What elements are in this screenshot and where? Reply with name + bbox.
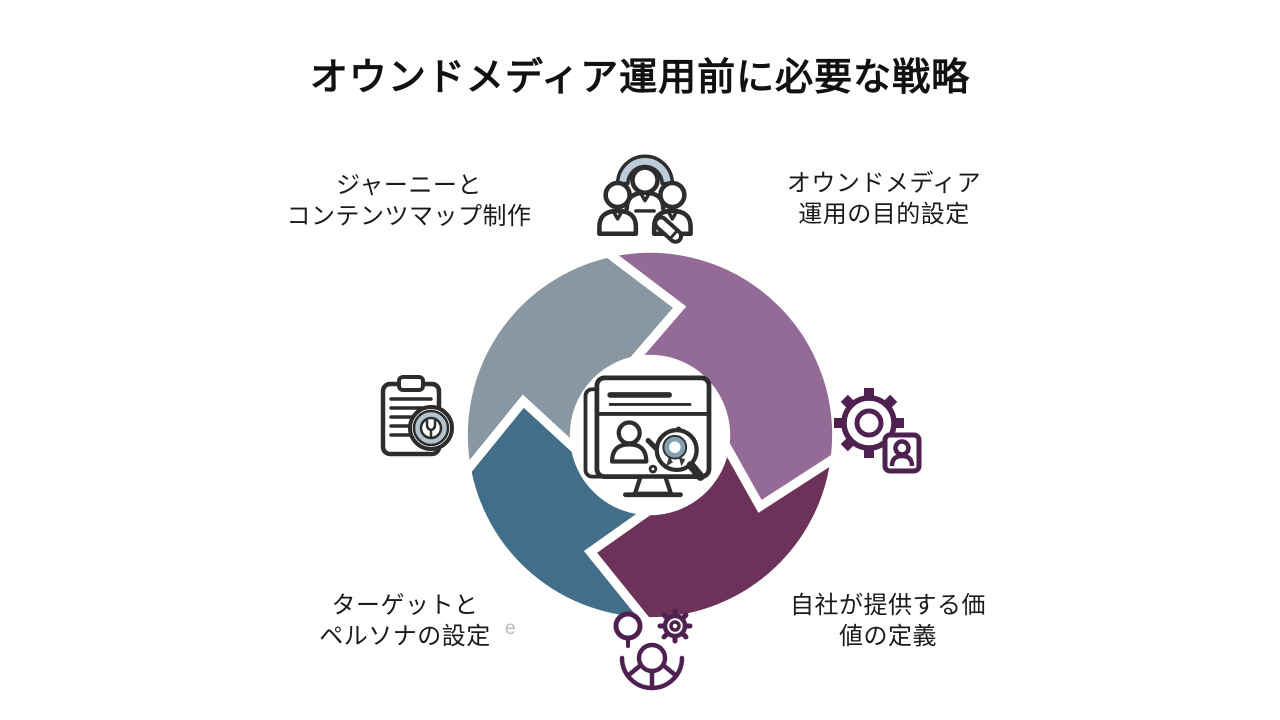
label-line: ターゲットと: [331, 592, 479, 619]
label-line: オウンドメディア: [786, 170, 982, 197]
people-group-icon: [597, 154, 693, 244]
label-line: ジャーニーと: [336, 172, 482, 199]
person-ideas-icon: [613, 608, 693, 691]
label-line: 自社が提供する価: [790, 592, 986, 619]
label-journey-content-map: ジャーニーと コンテンツマップ制作: [244, 170, 574, 232]
monitor-analytics-icon: [583, 375, 712, 498]
cycle-segment-bottom-left: [461, 394, 663, 627]
cycle-segment-top-left: [458, 248, 687, 482]
label-purpose-setting: オウンドメディア 運用の目的設定: [719, 168, 1049, 230]
cycle-segment-bottom-right: [583, 429, 841, 627]
page-title: オウンドメディア運用前に必要な戦略: [309, 57, 971, 99]
document-checklist-icon: [380, 375, 454, 457]
label-line: 運用の目的設定: [798, 201, 970, 228]
gear-person-icon: [834, 388, 922, 474]
watermark-artifact: e: [505, 618, 516, 639]
label-line: 値の定義: [839, 623, 937, 650]
label-value-definition: 自社が提供する価 値の定義: [723, 590, 1053, 652]
cycle-segment-top-right: [597, 243, 842, 513]
label-line: コンテンツマップ制作: [286, 203, 532, 230]
label-line: ペルソナの設定: [319, 623, 491, 650]
label-target-persona: ターゲットと ペルソナの設定: [240, 590, 570, 652]
